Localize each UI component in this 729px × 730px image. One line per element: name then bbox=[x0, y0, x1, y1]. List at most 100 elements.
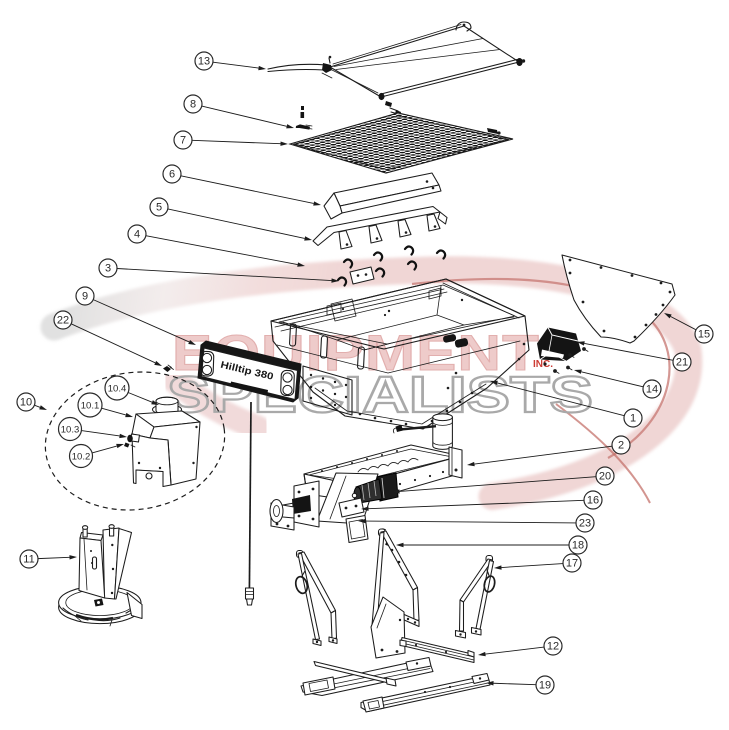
callout-number: 7 bbox=[180, 135, 186, 147]
callout-20[interactable]: 20 bbox=[392, 466, 615, 494]
callout-number: 10.4 bbox=[108, 384, 127, 395]
callout-arrowhead bbox=[116, 443, 124, 449]
callout-6[interactable]: 6 bbox=[162, 164, 321, 206]
callout-16[interactable]: 16 bbox=[361, 490, 603, 511]
callout-arrowhead bbox=[664, 313, 672, 319]
callout-balloon[interactable] bbox=[53, 310, 73, 330]
vibrator-cylinder bbox=[432, 413, 453, 450]
callout-number: 10 bbox=[20, 397, 32, 409]
callout-balloon[interactable] bbox=[75, 286, 95, 306]
callout-11[interactable]: 11 bbox=[19, 549, 77, 569]
callout-balloon[interactable] bbox=[568, 535, 588, 555]
tank-fitting bbox=[124, 433, 140, 448]
callout-balloon[interactable] bbox=[57, 416, 83, 442]
callout-leader-line bbox=[101, 407, 126, 416]
callout-leader-line bbox=[167, 208, 305, 239]
callout-balloon[interactable] bbox=[162, 164, 182, 184]
callout-balloon[interactable] bbox=[77, 392, 103, 418]
callout-balloon[interactable] bbox=[562, 553, 582, 573]
callout-balloon[interactable] bbox=[19, 549, 39, 569]
callout-arrowhead bbox=[577, 341, 585, 346]
callout-leader-line bbox=[116, 268, 332, 282]
callout-8[interactable]: 8 bbox=[183, 94, 294, 129]
callout-10.3[interactable]: 10.3 bbox=[57, 416, 128, 442]
callout-number: 23 bbox=[579, 518, 591, 530]
callout-leader-line bbox=[581, 371, 644, 388]
callout-14[interactable]: 14 bbox=[574, 369, 662, 399]
support-leg-right bbox=[454, 554, 496, 639]
mount-bracket bbox=[338, 497, 365, 518]
callout-leader-line bbox=[93, 299, 190, 343]
hopper-body bbox=[270, 278, 530, 430]
callout-leader-line bbox=[399, 476, 597, 492]
spinner-assembly bbox=[58, 524, 143, 627]
callout-balloon[interactable] bbox=[543, 636, 563, 656]
callout-number: 6 bbox=[169, 169, 175, 181]
callout-leader-line bbox=[34, 404, 41, 408]
callout-12[interactable]: 12 bbox=[478, 636, 563, 657]
callout-18[interactable]: 18 bbox=[396, 535, 588, 555]
callout-number: 11 bbox=[23, 554, 34, 566]
baffle-leg bbox=[426, 213, 441, 232]
callout-1[interactable]: 1 bbox=[490, 380, 643, 428]
callout-balloon[interactable] bbox=[623, 408, 643, 428]
callout-leader-line bbox=[201, 105, 287, 127]
baffle-cover bbox=[323, 172, 442, 220]
callout-10.4[interactable]: 10.4 bbox=[104, 375, 159, 405]
callout-7[interactable]: 7 bbox=[173, 130, 288, 150]
cross-bar bbox=[313, 660, 397, 687]
mounting-clips bbox=[336, 245, 447, 287]
callout-balloon[interactable] bbox=[16, 392, 36, 412]
callout-23[interactable]: 23 bbox=[358, 513, 595, 533]
callout-15[interactable]: 15 bbox=[664, 313, 714, 344]
callout-balloon[interactable] bbox=[173, 130, 193, 150]
callout-arrowhead bbox=[490, 380, 498, 386]
callout-number: 10.3 bbox=[61, 425, 80, 436]
callout-2[interactable]: 2 bbox=[467, 435, 631, 467]
callout-4[interactable]: 4 bbox=[127, 224, 305, 267]
callout-10.2[interactable]: 10.2 bbox=[68, 443, 125, 469]
callout-balloon[interactable] bbox=[694, 324, 714, 344]
callout-10[interactable]: 10 bbox=[16, 392, 47, 412]
callout-balloon[interactable] bbox=[98, 258, 118, 278]
callout-number: 2 bbox=[618, 440, 624, 452]
auger-drive-end bbox=[269, 480, 320, 531]
callout-balloon[interactable] bbox=[194, 51, 214, 71]
callout-balloon[interactable] bbox=[104, 375, 130, 401]
callout-5[interactable]: 5 bbox=[149, 197, 312, 241]
callout-balloon[interactable] bbox=[642, 379, 662, 399]
callout-13[interactable]: 13 bbox=[194, 51, 266, 71]
callout-balloon[interactable] bbox=[583, 490, 603, 510]
callout-19[interactable]: 19 bbox=[486, 675, 555, 695]
callout-3[interactable]: 3 bbox=[98, 258, 339, 283]
callout-10.1[interactable]: 10.1 bbox=[77, 392, 133, 418]
callout-balloon[interactable] bbox=[575, 513, 595, 533]
auger-assembly bbox=[269, 413, 463, 546]
support-leg-left bbox=[294, 549, 338, 647]
callout-arrowhead bbox=[258, 65, 266, 71]
callout-balloon[interactable] bbox=[595, 466, 615, 486]
baffle-leg bbox=[397, 218, 412, 238]
callout-balloon[interactable] bbox=[535, 675, 555, 695]
callout-balloon[interactable] bbox=[672, 352, 692, 372]
callout-balloon[interactable] bbox=[611, 435, 631, 455]
callout-22[interactable]: 22 bbox=[53, 310, 162, 366]
callout-arrowhead bbox=[313, 201, 321, 206]
callout-balloon[interactable] bbox=[183, 94, 203, 114]
callout-arrowhead bbox=[392, 489, 400, 494]
callout-balloon[interactable] bbox=[68, 443, 94, 469]
callout-balloon[interactable] bbox=[127, 224, 147, 244]
callout-leader-line bbox=[485, 646, 545, 655]
callout-leader-line bbox=[191, 139, 281, 145]
callout-balloon[interactable] bbox=[149, 197, 169, 217]
callout-9[interactable]: 9 bbox=[75, 286, 196, 345]
callout-arrowhead bbox=[39, 405, 47, 410]
callout-arrowhead bbox=[358, 518, 366, 524]
watermark-swoosh-band-tail bbox=[161, 367, 271, 441]
callout-leader-line bbox=[145, 235, 298, 266]
support-leg-center bbox=[370, 528, 420, 659]
callout-21[interactable]: 21 bbox=[577, 341, 692, 372]
callout-17[interactable]: 17 bbox=[494, 553, 582, 573]
